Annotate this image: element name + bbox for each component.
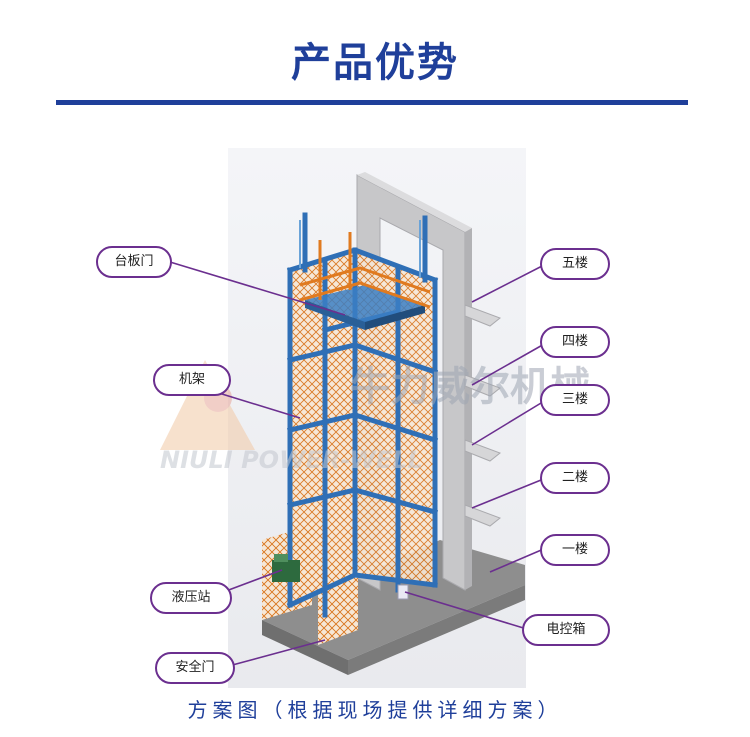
frame-uprights-light <box>299 220 421 278</box>
hydraulic-station <box>272 554 300 582</box>
callout-wulou: 五楼 <box>540 248 610 280</box>
leader-erlou <box>471 477 547 509</box>
callout-diankongxiang: 电控箱 <box>522 614 610 646</box>
leader-wulou <box>471 263 547 303</box>
title-underline <box>56 100 688 105</box>
landing-2 <box>464 504 502 527</box>
floor-landings <box>464 304 502 527</box>
landing-5 <box>464 304 502 327</box>
orange-rails <box>299 232 431 309</box>
diagram-caption: 方案图（根据现场提供详细方案） <box>187 698 563 722</box>
landing-4 <box>464 374 502 397</box>
callout-yeyazhan: 液压站 <box>150 582 232 614</box>
leader-anquanmen <box>224 639 326 668</box>
control-box <box>397 584 409 600</box>
leader-taibanmen <box>169 261 346 316</box>
callout-silou: 四楼 <box>540 326 610 358</box>
callout-sanlou: 三楼 <box>540 384 610 416</box>
page-title: 产品优势 <box>291 40 459 86</box>
watermark-en: NIULI POWER-WELL <box>160 446 423 474</box>
leader-diankongxiang <box>404 591 531 631</box>
callout-anquanmen: 安全门 <box>155 652 235 684</box>
callout-taibanmen: 台板门 <box>96 246 172 278</box>
callout-jijia: 机架 <box>153 364 231 396</box>
callout-yilou: 一楼 <box>540 534 610 566</box>
callout-erlou: 二楼 <box>540 462 610 494</box>
leader-yilou <box>489 547 547 573</box>
landing-3 <box>464 439 502 462</box>
leader-silou <box>471 342 547 386</box>
leader-sanlou <box>471 399 547 446</box>
